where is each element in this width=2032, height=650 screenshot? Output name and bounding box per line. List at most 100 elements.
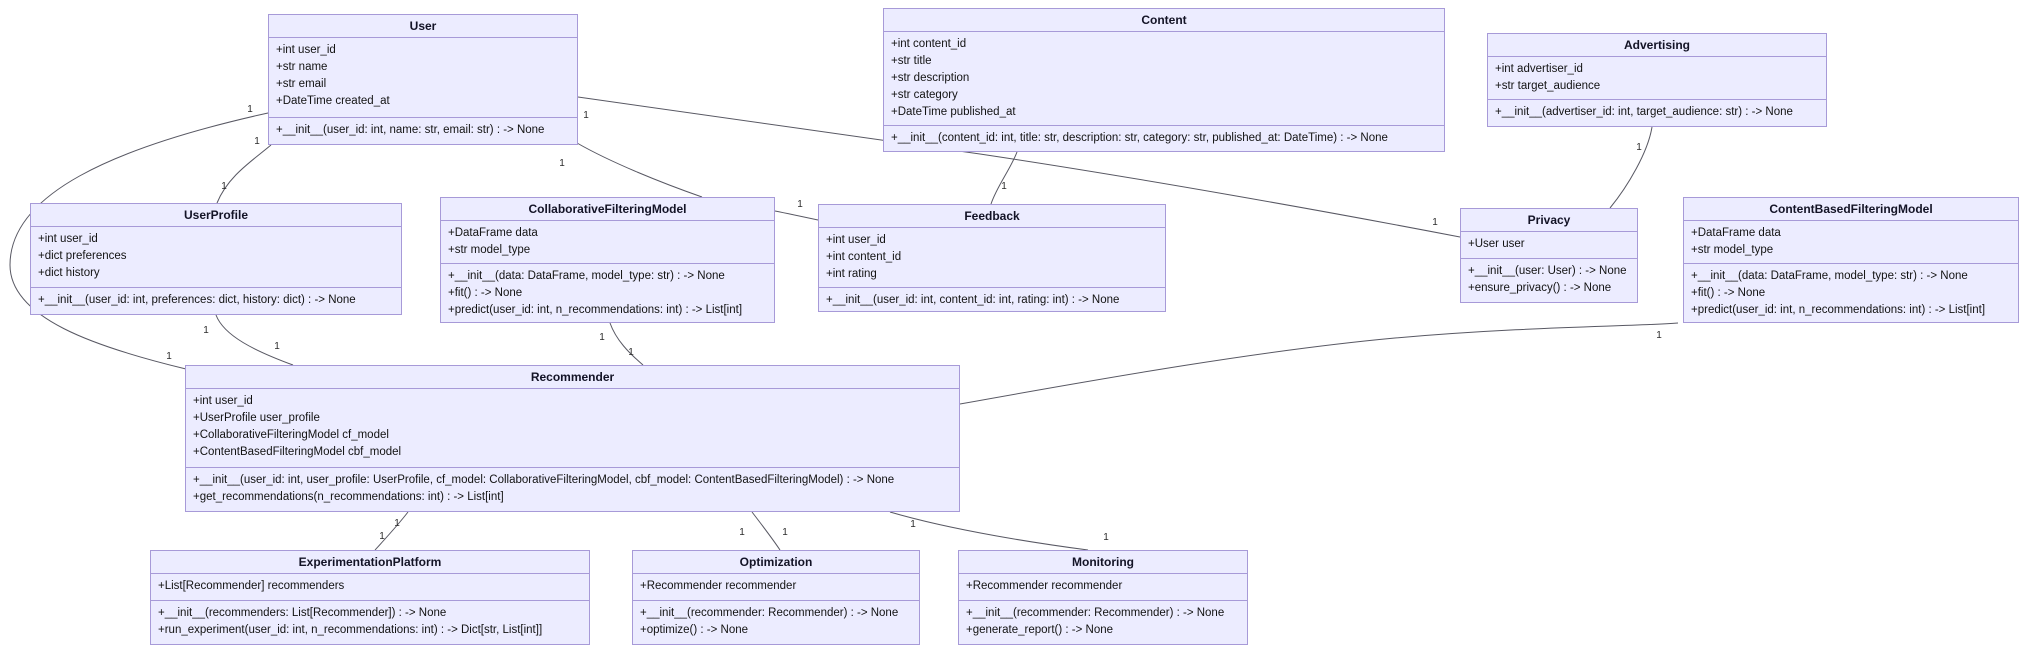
multiplicity-label: 1	[166, 351, 172, 362]
multiplicity-label: 1	[628, 347, 634, 358]
class-method: +predict(user_id: int, n_recommendations…	[448, 304, 743, 316]
class-attribute: +User user	[1468, 238, 1525, 250]
class-methods-section: +__init__(recommender: Recommender) : ->…	[959, 600, 1247, 644]
class-attribute: +dict preferences	[38, 250, 127, 262]
relationship-edge-collaborativefilteringmodel-recommender	[609, 322, 644, 366]
class-attributes-section: +int user_id+str name+str email+DateTime…	[269, 38, 577, 117]
class-methods-section: +__init__(advertiser_id: int, target_aud…	[1488, 99, 1826, 126]
class-attribute: +DataFrame data	[1691, 227, 1781, 239]
multiplicity-label: 1	[394, 518, 400, 529]
class-experimentationplatform: ExperimentationPlatform+List[Recommender…	[150, 550, 590, 645]
class-attributes-section: +User user	[1461, 232, 1637, 258]
class-attributes-section: +int advertiser_id +str target_audience	[1488, 57, 1826, 99]
class-content: Content+int content_id+str title+str des…	[883, 8, 1445, 152]
multiplicity-label: 1	[559, 158, 565, 169]
class-method: +__init__(user_id: int, user_profile: Us…	[193, 474, 895, 486]
class-advertising: Advertising +int advertiser_id +str target…	[1487, 33, 1827, 127]
class-attributes-section: +Recommender recommender	[633, 574, 919, 600]
class-attribute: +Recommender recommender	[966, 580, 1123, 592]
class-attribute: +int user_id	[38, 233, 98, 245]
class-attribute: +DateTime created_at	[276, 95, 390, 107]
class-method: +__init__(recommenders: List[Recommender…	[158, 607, 447, 619]
class-methods-section: +__init__(user: User) : -> None+ensure_p…	[1461, 258, 1637, 302]
class-method: +__init__(user: User) : -> None	[1468, 265, 1627, 277]
class-title: ExperimentationPlatform	[151, 551, 589, 574]
class-methods-section: +__init__(user_id: int, preferences: dic…	[31, 287, 401, 314]
class-method: +__init__(recommender: Recommender) : ->…	[640, 607, 899, 619]
class-attribute: +str email	[276, 78, 327, 90]
class-methods-section: +__init__(recommender: Recommender) : ->…	[633, 600, 919, 644]
relationship-edge-userprofile-recommender	[215, 314, 294, 366]
relationship-edge-recommender-optimization	[751, 511, 781, 551]
class-attribute: +int content_id	[826, 251, 902, 263]
multiplicity-label: 1	[379, 531, 385, 542]
multiplicity-label: 1	[1656, 330, 1662, 341]
class-method: +__init__(user_id: int, content_id: int,…	[826, 294, 1120, 306]
multiplicity-label: 1	[910, 519, 916, 530]
class-privacy: Privacy +User user +__init__(user: User) :…	[1460, 208, 1638, 303]
class-monitoring: Monitoring+Recommender recommender+__ini…	[958, 550, 1248, 645]
class-methods-section: +__init__(content_id: int, title: str, d…	[884, 125, 1444, 152]
class-attribute: +int user_id	[826, 234, 886, 246]
class-method: +optimize() : -> None	[640, 624, 749, 636]
class-attribute: +str model_type	[1691, 244, 1774, 256]
relationship-edge-content-feedback	[990, 151, 1018, 205]
class-method: +fit() : -> None	[448, 287, 523, 299]
multiplicity-label: 1	[782, 527, 788, 538]
class-attributes-section: +DataFrame data +str model_type	[1684, 221, 2018, 263]
class-title: User	[269, 15, 577, 38]
class-attribute: +Recommender recommender	[640, 580, 797, 592]
class-method: +__init__(advertiser_id: int, target_aud…	[1495, 106, 1793, 118]
class-title: Recommender	[186, 366, 959, 389]
class-attribute: +int content_id	[891, 38, 967, 50]
relationship-edge-advertising-privacy	[1609, 126, 1653, 209]
class-title: Privacy	[1461, 209, 1637, 232]
class-attribute: +str target_audience	[1495, 80, 1601, 92]
class-method: +run_experiment(user_id: int, n_recommen…	[158, 624, 543, 636]
class-method: +__init__(data: DataFrame, model_type: s…	[1691, 270, 1968, 282]
class-attribute: +DataFrame data	[448, 227, 538, 239]
class-attribute: +int user_id	[193, 395, 253, 407]
class-attribute: +int user_id	[276, 44, 336, 56]
class-attribute: +UserProfile user_profile	[193, 412, 320, 424]
class-method: +predict(user_id: int, n_recommendations…	[1691, 304, 1986, 316]
class-attribute: +str title	[891, 55, 932, 67]
multiplicity-label: 1	[247, 104, 253, 115]
class-methods-section: +__init__(user_id: int, name: str, email…	[269, 117, 577, 144]
multiplicity-label: 1	[1636, 142, 1642, 153]
class-title: CollaborativeFilteringModel	[441, 198, 774, 221]
class-methods-section: +__init__(user_id: int, content_id: int,…	[819, 287, 1165, 314]
class-methods-section: +__init__(data: DataFrame, model_type: s…	[1684, 263, 2018, 324]
class-method: +generate_report() : -> None	[966, 624, 1114, 636]
multiplicity-label: 1	[203, 325, 209, 336]
class-title: Advertising	[1488, 34, 1826, 57]
class-attributes-section: +int user_id+dict preferences+dict histo…	[31, 227, 401, 287]
multiplicity-label: 1	[1103, 532, 1109, 543]
relationship-edge-user-privacy	[577, 96, 1461, 238]
relationship-edge-recommender-experimentationplatform	[374, 511, 409, 551]
multiplicity-label: 1	[797, 199, 803, 210]
multiplicity-label: 1	[274, 341, 280, 352]
relationship-edge-recommender-contentbasedfilteringmodel	[959, 322, 1679, 405]
class-recommender: Recommender +int user_id +UserProfile user…	[185, 365, 960, 512]
class-attribute: +ContentBasedFilteringModel cbf_model	[193, 446, 402, 458]
class-methods-section: +__init__(data: DataFrame, model_type: s…	[441, 263, 774, 324]
class-method: +__init__(recommender: Recommender) : ->…	[966, 607, 1225, 619]
class-feedback: Feedback+int user_id+int content_id+int …	[818, 204, 1166, 312]
class-title: Optimization	[633, 551, 919, 574]
class-title: UserProfile	[31, 204, 401, 227]
multiplicity-label: 1	[254, 136, 260, 147]
class-attributes-section: +int user_id +UserProfile user_profile +Co…	[186, 389, 959, 467]
relationship-edge-recommender-monitoring	[889, 511, 1089, 551]
class-attribute: +int advertiser_id	[1495, 63, 1583, 75]
class-method: +__init__(user_id: int, name: str, email…	[276, 124, 545, 136]
class-attribute: +int rating	[826, 268, 877, 280]
class-methods-section: +__init__(recommenders: List[Recommender…	[151, 600, 589, 644]
class-attributes-section: +int content_id+str title+str descriptio…	[884, 32, 1444, 125]
class-contentbasedfilteringmodel: ContentBasedFilteringModel+DataFrame dat…	[1683, 197, 2019, 323]
multiplicity-label: 1	[221, 181, 227, 192]
relationship-edge-collaborativefilteringmodel-feedback	[774, 210, 819, 221]
class-method: +__init__(data: DataFrame, model_type: s…	[448, 270, 725, 282]
class-method: +fit() : -> None	[1691, 287, 1766, 299]
